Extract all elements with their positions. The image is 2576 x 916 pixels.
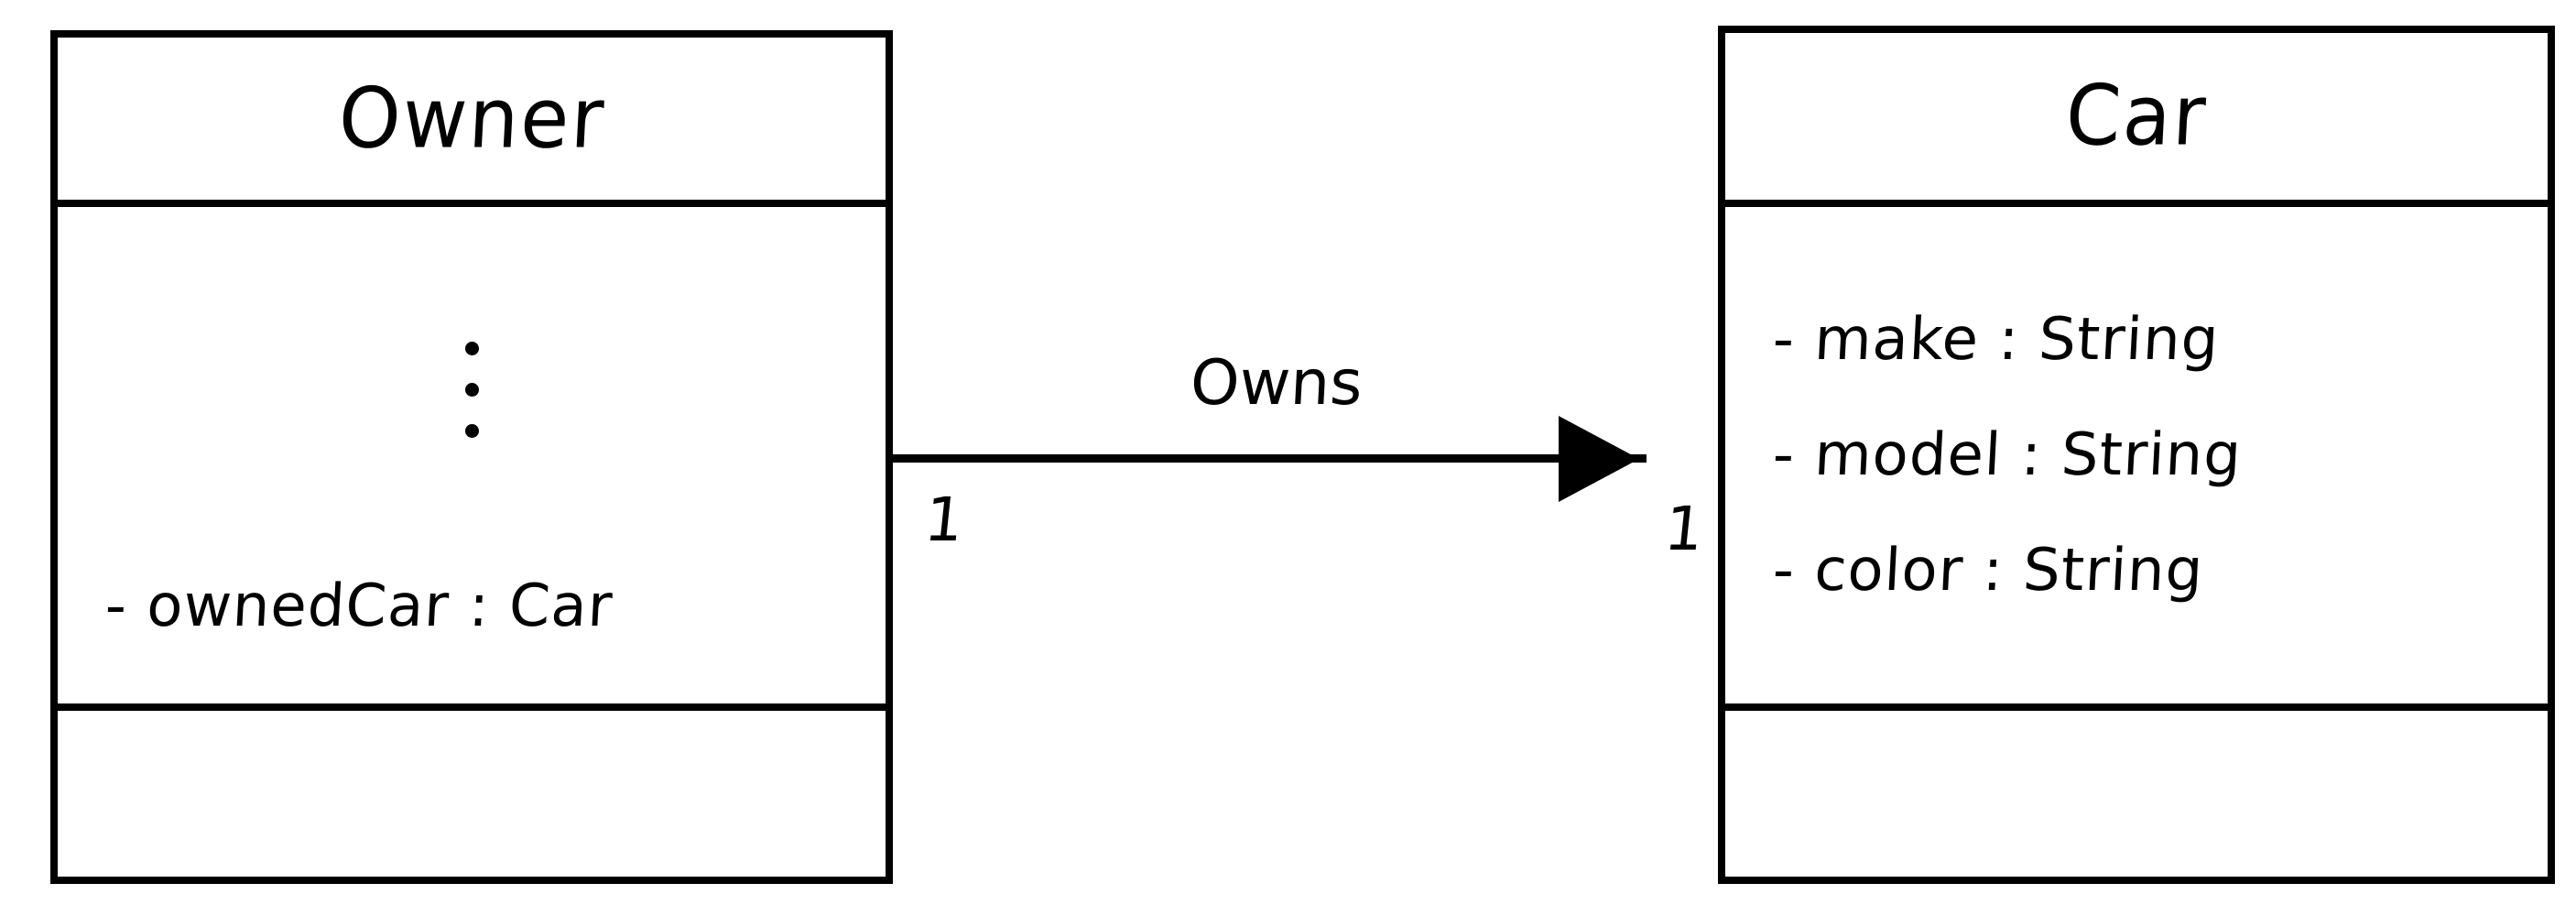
class-name-car: Car: [2063, 68, 2210, 165]
class-title-compartment-owner: Owner: [58, 38, 886, 200]
association-line[interactable]: [890, 454, 1647, 463]
multiplicity-target: 1: [1661, 494, 1708, 564]
attribute-list-owner: - ownedCar : Car: [58, 572, 886, 640]
attribute-row: - model : String: [1771, 421, 2244, 489]
class-attributes-compartment-owner: - ownedCar : Car: [58, 200, 886, 703]
class-title-compartment-car: Car: [1725, 33, 2548, 200]
class-box-owner[interactable]: Owner - ownedCar : Car: [50, 30, 893, 884]
class-box-car[interactable]: Car - make : String - model : String - c…: [1718, 26, 2555, 884]
ellipsis-dot: [464, 423, 479, 438]
class-operations-compartment-owner: [58, 703, 886, 877]
class-attributes-compartment-car: - make : String - model : String - color…: [1725, 200, 2548, 703]
attribute-row: - make : String: [1771, 306, 2222, 374]
ellipsis-dot: [464, 341, 479, 355]
association-label: Owns: [1188, 347, 1364, 420]
attribute-list-car: - make : String - model : String - color…: [1725, 306, 2548, 605]
association-arrowhead-icon: [1559, 416, 1639, 502]
attribute-row: - ownedCar : Car: [103, 572, 615, 640]
multiplicity-source: 1: [921, 485, 968, 555]
class-operations-compartment-car: [1725, 703, 2548, 877]
ellipsis-dot: [464, 382, 479, 397]
vertical-ellipsis-icon: [58, 275, 886, 504]
class-name-owner: Owner: [335, 70, 608, 168]
attribute-row: - color : String: [1771, 537, 2206, 605]
